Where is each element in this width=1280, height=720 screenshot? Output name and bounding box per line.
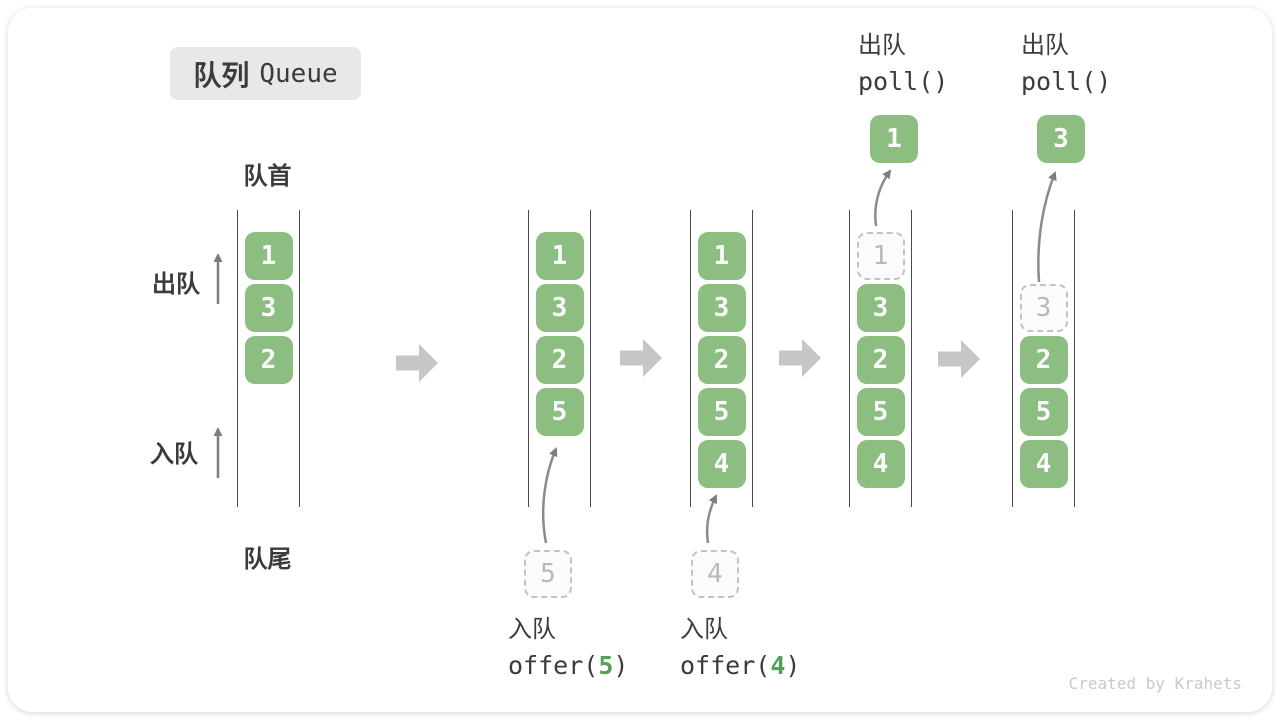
queue-item: 2 <box>697 336 746 384</box>
enqueue-ghost-box-2: 4 <box>691 550 739 598</box>
enqueue-op-label-2: 入队 offer(4) <box>680 612 800 684</box>
dequeue-op-code: poll() <box>858 67 949 96</box>
code-close: ) <box>613 651 629 680</box>
label-enqueue: 入队 <box>150 441 198 468</box>
enqueue-op-code: offer(4) <box>680 648 800 684</box>
queue-item: 3 <box>697 284 746 332</box>
code-arg: 4 <box>770 651 786 680</box>
queue-column-5: 3 2 5 4 <box>1012 210 1075 507</box>
queue-item: 5 <box>856 388 905 436</box>
queue-item: 3 <box>244 284 293 332</box>
queue-item: 5 <box>1019 388 1068 436</box>
enqueue-op-code: offer(5) <box>508 648 628 684</box>
queue-item: 3 <box>535 284 584 332</box>
enqueue-op-label-1: 入队 offer(5) <box>508 612 628 684</box>
queue-column-3: 1 3 2 5 4 <box>690 210 753 507</box>
dequeue-op-code: poll() <box>1021 67 1112 96</box>
queue-item-removed: 3 <box>1019 284 1068 332</box>
label-dequeue: 出队 <box>152 271 200 298</box>
queue-item: 4 <box>697 440 746 488</box>
dequeue-op-name: 出队 <box>858 32 906 59</box>
code-fn: offer( <box>508 651 599 680</box>
title-zh: 队列 <box>193 59 250 91</box>
title-badge: 队列 Queue <box>170 47 361 100</box>
queue-item-removed: 1 <box>856 232 905 280</box>
poll-result-box-2: 3 <box>1037 115 1085 163</box>
queue-item: 2 <box>244 336 293 384</box>
queue-item: 1 <box>535 232 584 280</box>
enqueue-ghost-box-1: 5 <box>524 550 572 598</box>
enqueue-op-name: 入队 <box>508 616 556 643</box>
queue-item: 1 <box>697 232 746 280</box>
label-queue-rear: 队尾 <box>243 546 292 573</box>
queue-item: 5 <box>535 388 584 436</box>
title-en: Queue <box>259 58 338 89</box>
label-queue-front: 队首 <box>243 163 292 190</box>
enqueue-op-name: 入队 <box>680 616 728 643</box>
code-fn: offer( <box>680 651 771 680</box>
queue-item: 4 <box>1019 440 1068 488</box>
queue-item: 5 <box>697 388 746 436</box>
queue-item: 4 <box>856 440 905 488</box>
queue-item: 2 <box>1019 336 1068 384</box>
queue-column-1: 1 3 2 <box>237 210 300 507</box>
dequeue-op-name: 出队 <box>1021 32 1069 59</box>
dequeue-op-label-2: 出队 poll() <box>1021 28 1111 100</box>
dequeue-op-label-1: 出队 poll() <box>858 28 948 100</box>
watermark: Created by Krahets <box>1068 674 1242 693</box>
queue-item: 2 <box>535 336 584 384</box>
queue-item: 3 <box>856 284 905 332</box>
code-arg: 5 <box>598 651 614 680</box>
queue-column-4: 1 3 2 5 4 <box>849 210 912 507</box>
poll-result-box-1: 1 <box>870 115 918 163</box>
queue-column-2: 1 3 2 5 <box>528 210 591 507</box>
code-close: ) <box>785 651 801 680</box>
queue-item: 2 <box>856 336 905 384</box>
diagram-card <box>8 8 1272 712</box>
queue-item: 1 <box>244 232 293 280</box>
